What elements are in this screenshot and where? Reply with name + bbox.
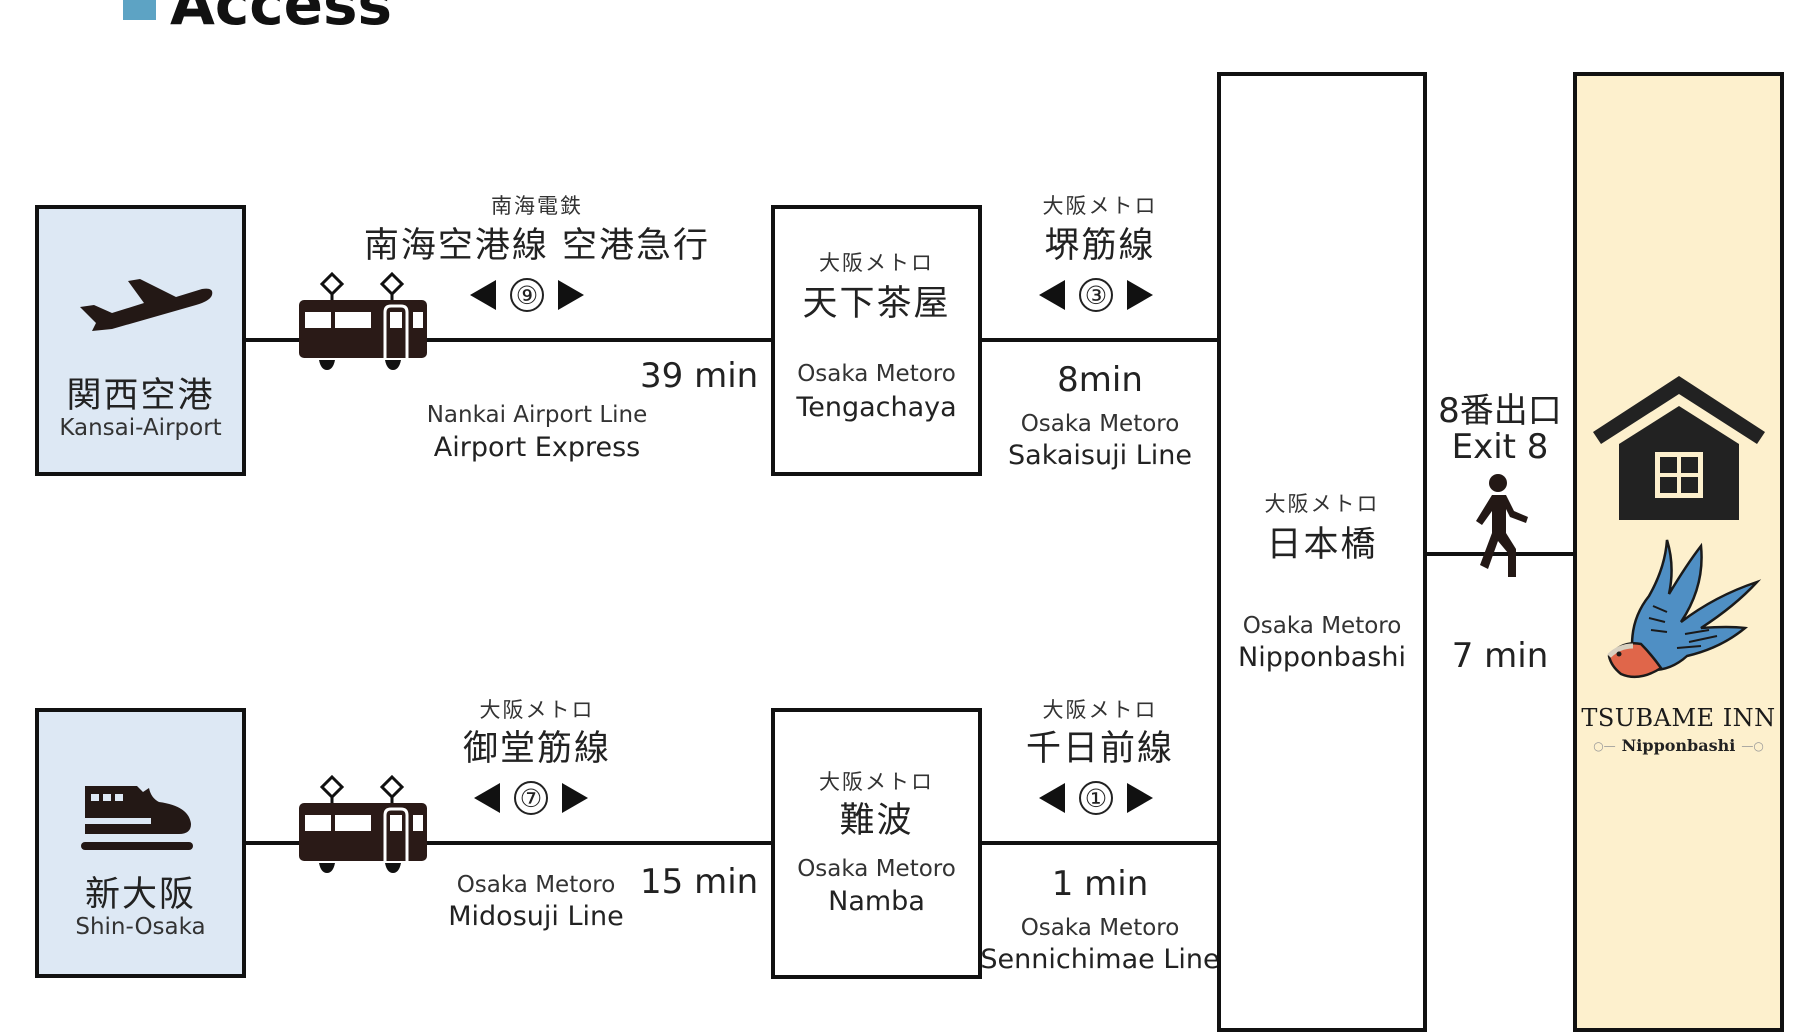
arrow-right-icon: [1127, 783, 1153, 813]
station-operator: 大阪メトロ: [819, 251, 934, 275]
operator-label: 大阪メトロ: [1042, 698, 1158, 722]
line-operator-en: Osaka Metoro: [456, 872, 616, 898]
shinkansen-icon: [81, 786, 193, 850]
decor-right: —○: [1741, 738, 1764, 753]
stop-count: ⑨: [470, 278, 584, 312]
hotel-subtitle: ○— Nipponbashi —○: [1593, 736, 1764, 755]
swallow-logo-icon: [1607, 539, 1762, 679]
operator-label: 南海電鉄: [491, 194, 583, 218]
line-name-jp: 千日前線: [1025, 729, 1175, 769]
station-operator: 大阪メトロ: [1264, 492, 1380, 516]
travel-time: 15 min: [640, 862, 759, 902]
line-name-jp: 御堂筋線: [462, 729, 612, 769]
line-operator-en: Osaka Metoro: [1020, 411, 1180, 437]
walking-person-icon: [1476, 474, 1528, 577]
station-operator-en: Osaka Metoro: [797, 856, 956, 882]
station-operator-en: Osaka Metoro: [1242, 613, 1402, 639]
airplane-icon: [80, 279, 213, 331]
stops-badge: ③: [1079, 278, 1113, 312]
station-operator-en: Osaka Metoro: [797, 361, 956, 387]
arrow-left-icon: [474, 783, 500, 813]
origin-jp-name: 関西空港: [66, 376, 215, 416]
travel-time: 8min: [1057, 360, 1143, 400]
station-namba: 大阪メトロ 難波 Osaka Metoro Namba: [771, 708, 982, 979]
stop-count: ⑦: [474, 781, 588, 815]
origin-shin-osaka: 新大阪 Shin-Osaka: [35, 708, 246, 978]
station-name-jp: 難波: [839, 801, 914, 841]
arrow-left-icon: [470, 280, 496, 310]
line-name-en: Sakaisuji Line: [1008, 440, 1192, 471]
station-tengachaya: 大阪メトロ 天下茶屋 Osaka Metoro Tengachaya: [771, 205, 982, 476]
station-nipponbashi: 大阪メトロ 日本橋 Osaka Metoro Nipponbashi: [1217, 72, 1427, 1032]
house-icon: [1593, 376, 1765, 520]
station-name-en: Nipponbashi: [1238, 642, 1406, 673]
decor-left: ○—: [1593, 738, 1616, 753]
arrow-right-icon: [562, 783, 588, 813]
hotel-location: Nipponbashi: [1621, 736, 1736, 755]
operator-label: 大阪メトロ: [479, 698, 595, 722]
stop-count: ①: [1039, 781, 1153, 815]
arrow-left-icon: [1039, 280, 1065, 310]
origin-jp-name: 新大阪: [84, 875, 197, 915]
line-operator-en: Osaka Metoro: [1020, 915, 1180, 941]
operator-label: 大阪メトロ: [1042, 194, 1158, 218]
walk-time: 7 min: [1451, 636, 1549, 676]
arrow-right-icon: [1127, 280, 1153, 310]
stops-badge: ⑦: [514, 781, 548, 815]
stops-badge: ⑨: [510, 278, 544, 312]
origin-en-name: Shin-Osaka: [75, 914, 206, 940]
travel-time: 1 min: [1051, 864, 1149, 904]
line-name-en: Nankai Airport Line: [426, 402, 648, 428]
exit-number-en: Exit 8: [1451, 427, 1549, 467]
station-name-jp: 日本橋: [1266, 525, 1378, 565]
line-name-jp: 堺筋線: [1044, 226, 1156, 266]
route-line-bottom-2: [980, 841, 1218, 845]
hotel-name: TSUBAME INN: [1581, 704, 1776, 732]
line-service-en: Airport Express: [433, 432, 641, 463]
train-icon: [299, 272, 427, 370]
route-line-top-1: [245, 338, 772, 342]
origin-kansai-airport: 関西空港 Kansai-Airport: [35, 205, 246, 476]
route-line-bottom-1: [245, 841, 772, 845]
stops-badge: ①: [1079, 781, 1113, 815]
title-accent-square: [123, 0, 156, 20]
arrow-right-icon: [558, 280, 584, 310]
stop-count: ③: [1039, 278, 1153, 312]
page-title: Access: [170, 0, 393, 38]
hotel-tsubame-inn: TSUBAME INN ○— Nipponbashi —○: [1573, 72, 1784, 1032]
line-name-en: Sennichimae Line: [980, 944, 1220, 975]
arrow-left-icon: [1039, 783, 1065, 813]
origin-en-name: Kansai-Airport: [59, 415, 222, 441]
line-name-jp: 南海空港線 空港急行: [363, 226, 711, 266]
route-line-top-2: [980, 338, 1218, 342]
exit-number-jp: 8番出口: [1438, 391, 1562, 431]
station-name-en: Tengachaya: [796, 392, 957, 423]
line-name-en: Midosuji Line: [448, 901, 624, 932]
station-name-en: Namba: [828, 886, 925, 917]
walk-line: [1425, 552, 1575, 556]
travel-time: 39 min: [640, 356, 759, 396]
train-icon: [299, 775, 427, 873]
station-operator: 大阪メトロ: [819, 770, 934, 794]
station-name-jp: 天下茶屋: [802, 284, 951, 324]
